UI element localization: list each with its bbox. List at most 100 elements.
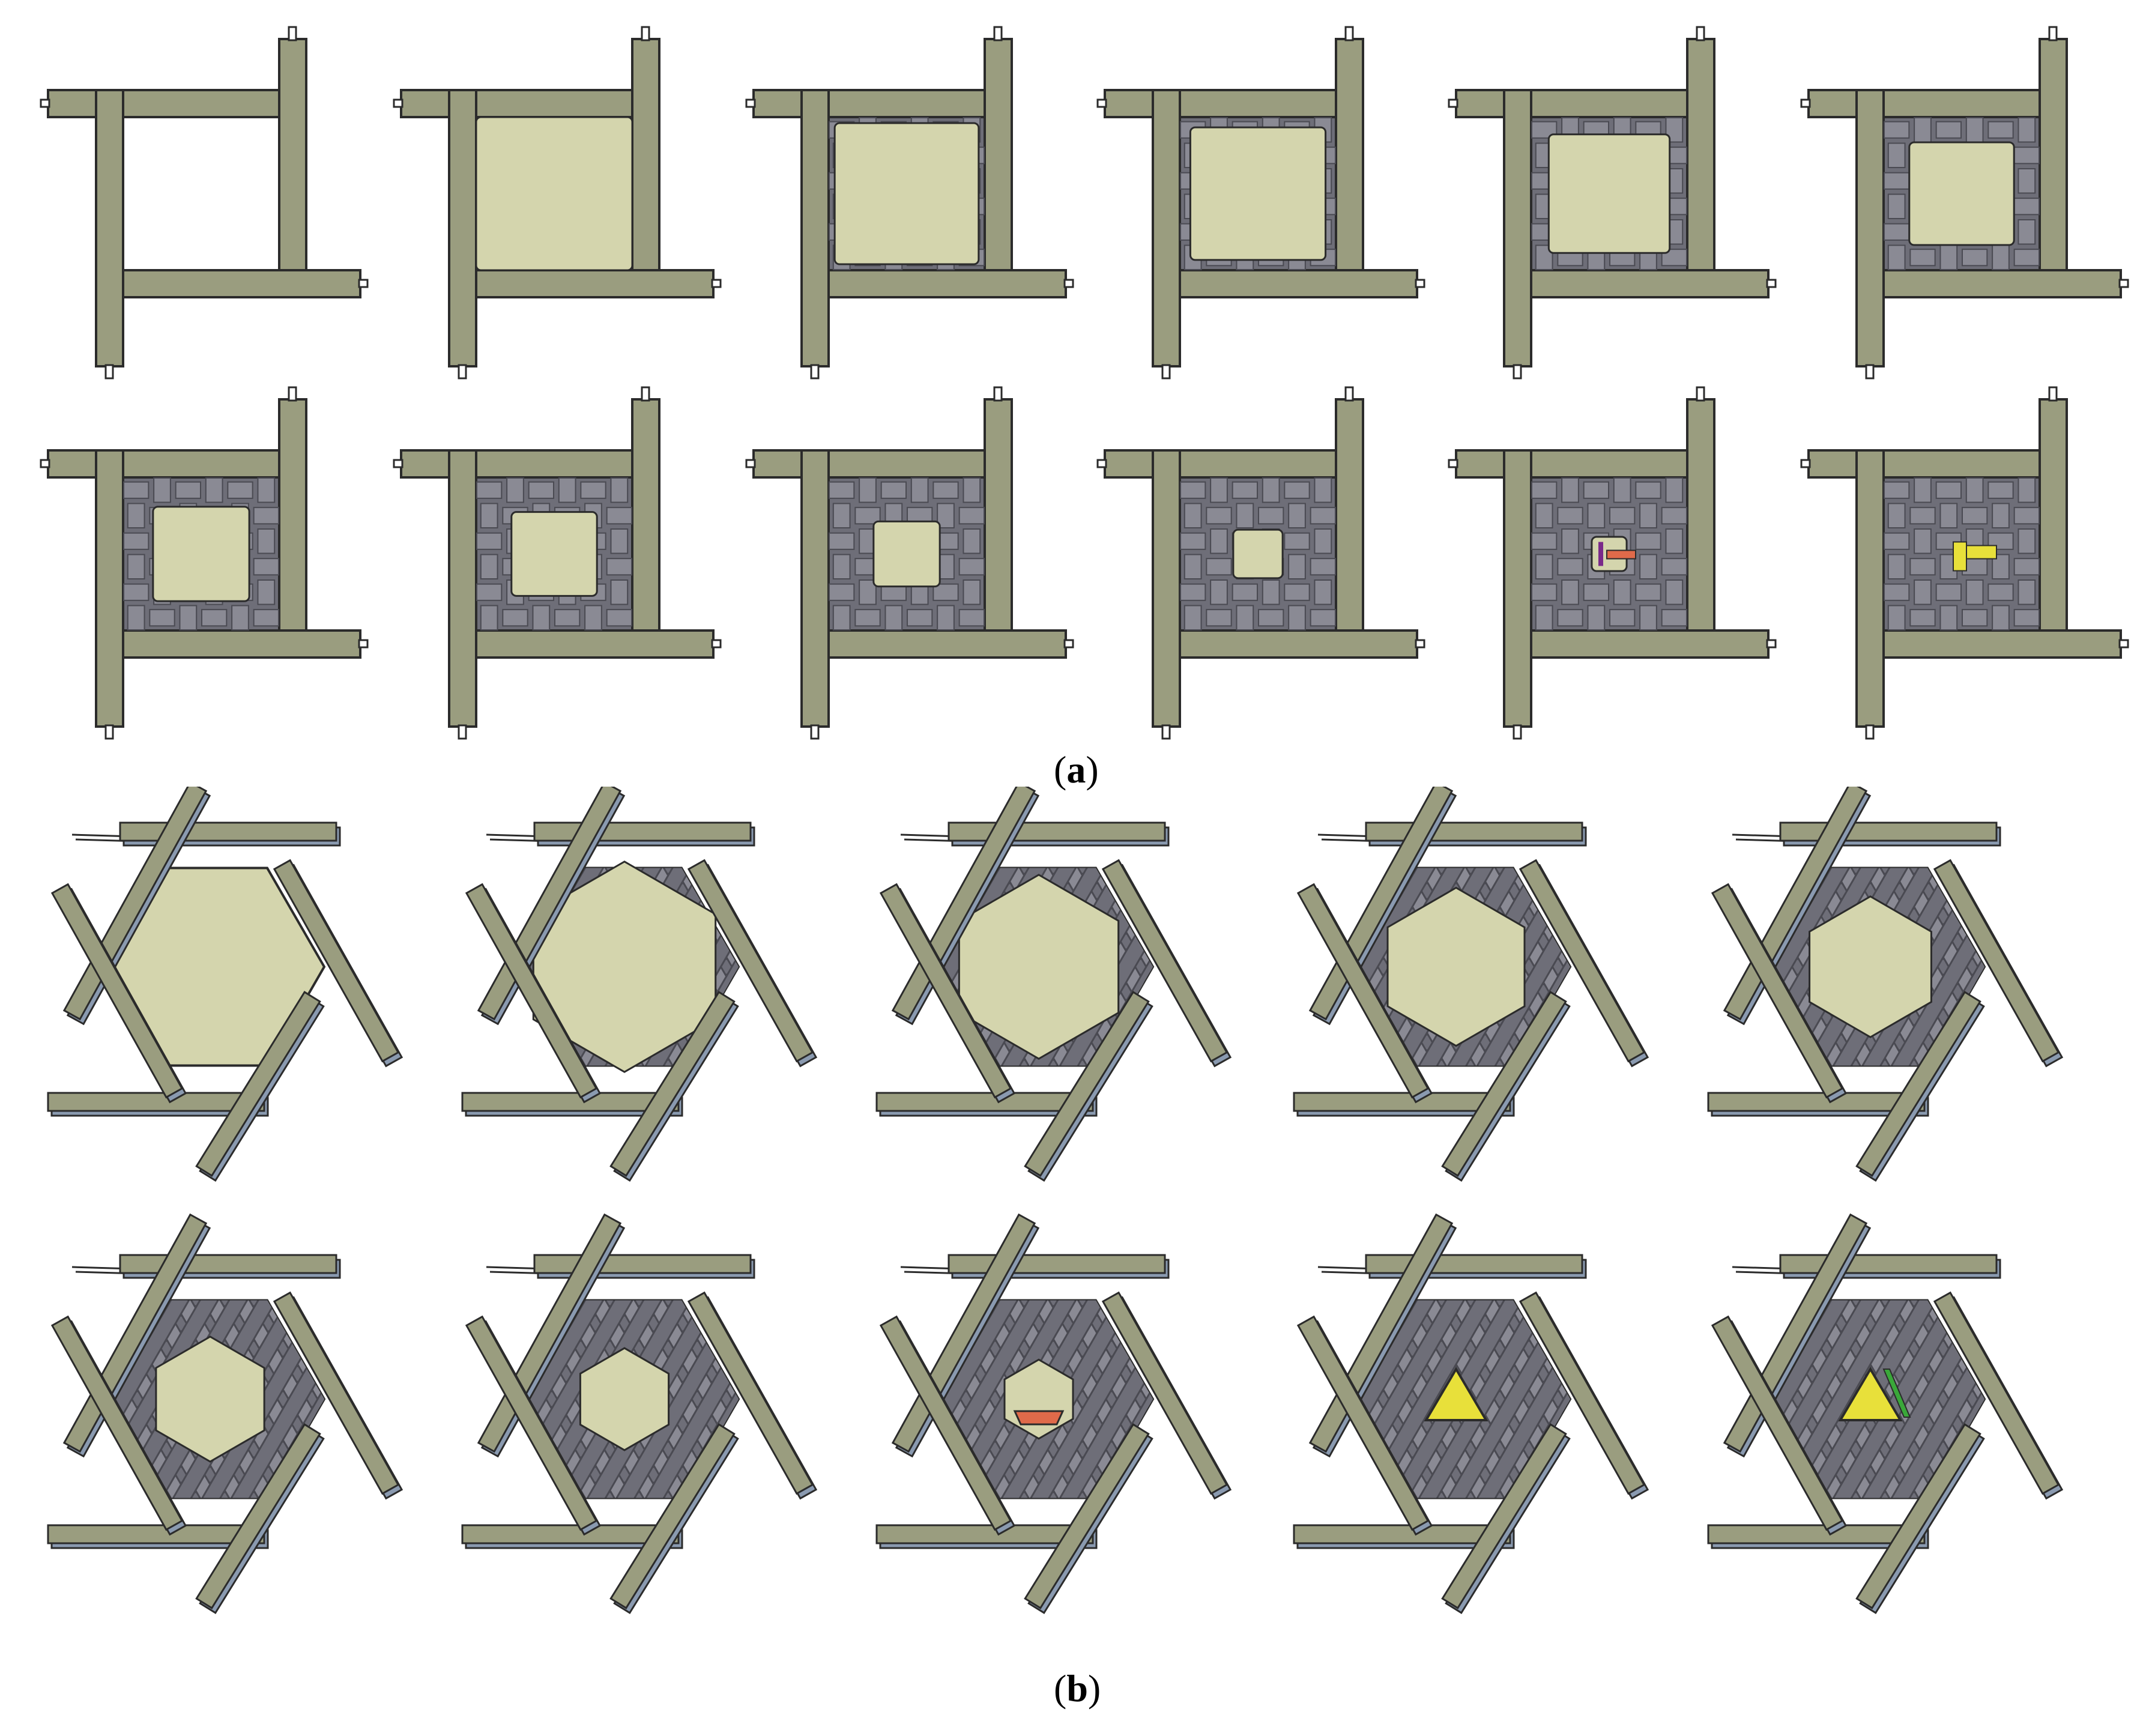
pin (2048, 386, 2058, 402)
accent-strand-yellow (1953, 541, 1967, 572)
weave-strand (201, 609, 228, 627)
weave-strand (1639, 605, 1657, 631)
square-panel-8 (393, 386, 722, 740)
weave-strand (1583, 481, 1610, 499)
frame-bar (533, 821, 752, 842)
weave-strand (231, 605, 249, 631)
weave-strand (1561, 579, 1579, 605)
pin (1344, 386, 1354, 402)
frame-bar-left (448, 449, 477, 728)
frame-bar (1933, 859, 2060, 1063)
weave-strand (1587, 503, 1606, 528)
weave-strand (610, 528, 629, 554)
pin (2118, 639, 2129, 649)
frame-bar (948, 1254, 1166, 1274)
weave-strand (610, 579, 629, 605)
frame-bar-left (1503, 449, 1532, 728)
weave-strand (2013, 147, 2040, 165)
weave-strand (1935, 121, 1962, 139)
weave-strand (1914, 477, 1932, 503)
frame-bar-bottom (1503, 269, 1770, 298)
hex-panel-5 (1707, 787, 2064, 1182)
weave-strand (2013, 507, 2040, 525)
unwoven-area (510, 511, 598, 597)
frame-bar-left (1152, 89, 1181, 367)
weave-strand (963, 579, 981, 605)
unwoven-area (1547, 133, 1671, 254)
weave-strand (958, 609, 985, 627)
frame-bar-bottom (95, 269, 361, 298)
weave-strand (606, 609, 632, 627)
frame-bar (195, 991, 321, 1177)
weave-strand (1342, 1314, 1570, 1332)
frame-bar-left (1855, 89, 1885, 367)
frame-bar-right (1686, 398, 1715, 659)
weave-strand (1962, 249, 1988, 267)
weave-strand (2017, 219, 2036, 245)
weave-strand (610, 477, 629, 503)
pin (993, 386, 1003, 402)
weave-strand (1557, 609, 1583, 627)
weave-strand (1909, 609, 1936, 627)
weave-strand (510, 1314, 739, 1332)
weave-strand (127, 605, 145, 631)
weave-strand (1183, 503, 1202, 528)
weave-strand (510, 1466, 739, 1484)
frame-bar-right (1686, 38, 1715, 298)
unwoven-area (1908, 141, 2015, 246)
frame-bar (119, 821, 337, 842)
frame-bar-top (1455, 449, 1703, 479)
weave-strand (2013, 609, 2040, 627)
frame-bar (1441, 1423, 1567, 1609)
weave-strand (253, 609, 279, 627)
caption-b: (b) (1054, 1667, 1101, 1710)
frame-bar (1296, 883, 1430, 1099)
weave-strand (257, 579, 276, 605)
frame-bar-bottom (1503, 629, 1770, 659)
weave-strand (1987, 583, 2014, 601)
weave-strand (1965, 477, 1984, 503)
pin (1800, 98, 1811, 108)
weave-strand (502, 609, 528, 627)
square-panel-5 (1448, 26, 1777, 380)
frame-bar (195, 1423, 321, 1609)
weave-strand (1609, 507, 1636, 525)
weave-strand (1587, 605, 1606, 631)
frame-bar-top (1104, 449, 1352, 479)
square-panel-3 (745, 26, 1074, 380)
frame-bar-right (631, 398, 660, 659)
frame-bar (1365, 1254, 1583, 1274)
weave-strand (1987, 481, 2014, 499)
weave-strand (1884, 481, 1910, 499)
frame-bar-top (47, 89, 295, 118)
weave-strand (1609, 609, 1636, 627)
frame-bar-right (984, 398, 1013, 659)
weave-strand (1535, 605, 1553, 631)
weave-strand (480, 554, 498, 579)
weave-strand (1914, 117, 1932, 143)
weave-strand (859, 477, 877, 503)
pin (1415, 279, 1425, 288)
frame-bar-top (1807, 449, 2056, 479)
weave-strand (606, 507, 632, 525)
square-panel-1 (40, 26, 369, 380)
square-panel-10 (1096, 386, 1425, 740)
weave-strand (1288, 605, 1306, 631)
weave-strand (1939, 244, 1958, 270)
weave-strand (584, 605, 602, 631)
frame-bar (50, 1315, 184, 1531)
weave-strand (257, 528, 276, 554)
pin (810, 364, 820, 380)
frame-bar (1024, 991, 1150, 1177)
pin (1161, 364, 1171, 380)
weave-strand (1232, 481, 1259, 499)
weave-strand (468, 808, 781, 823)
weave-strand (1531, 532, 1558, 550)
pin (104, 724, 114, 740)
weave-strand (227, 481, 253, 499)
weave-strand (1884, 583, 1910, 601)
weave-strand (1935, 583, 1962, 601)
pin (358, 279, 369, 288)
frame-bar (879, 1315, 1012, 1531)
unwoven-area (1189, 126, 1327, 261)
